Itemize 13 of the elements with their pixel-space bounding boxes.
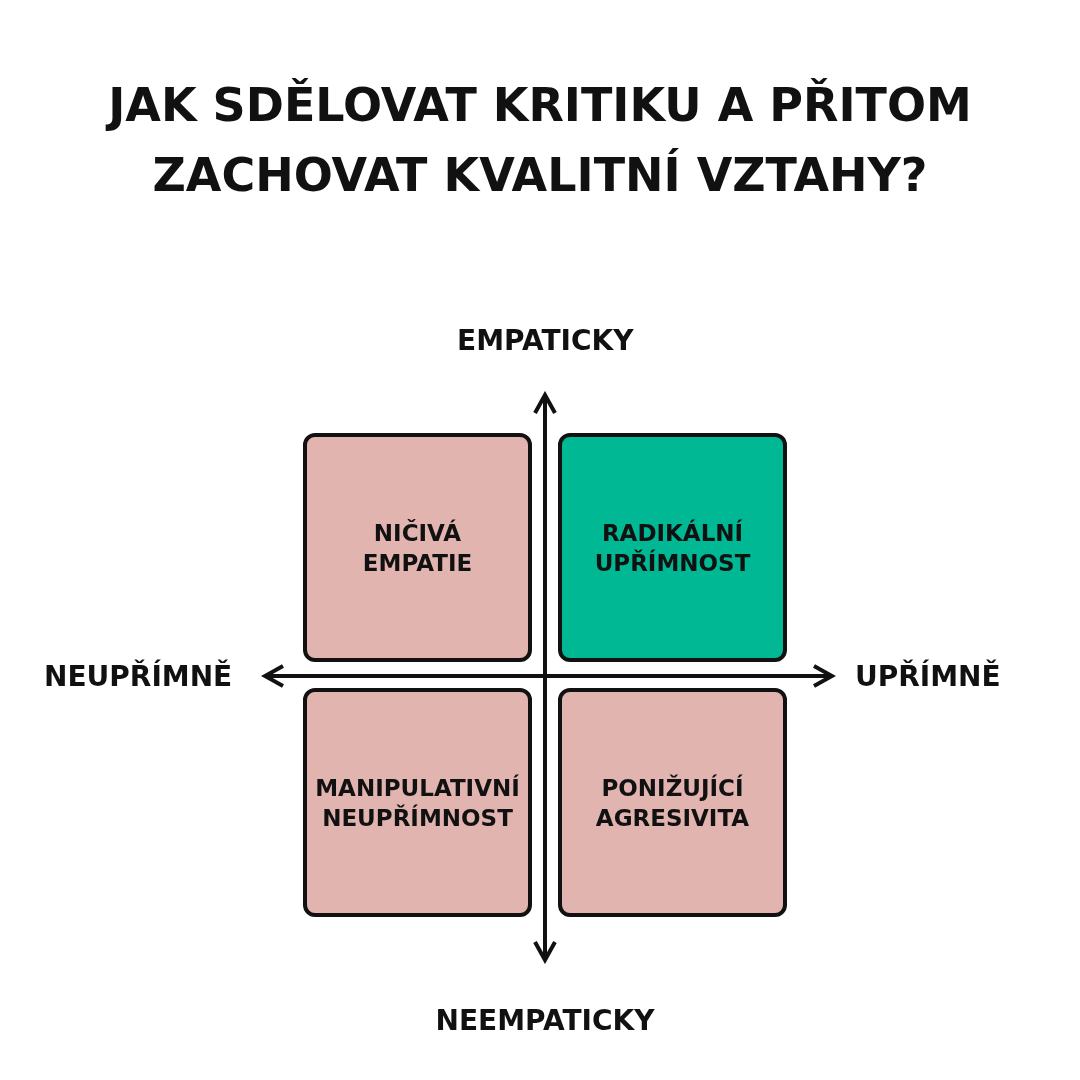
quadrant-box bbox=[303, 433, 532, 662]
axis-label: NEEMPATICKY bbox=[435, 1003, 655, 1037]
quadrant-box bbox=[303, 688, 532, 917]
quadrant-label: MANIPULATIVNÍ NEUPŘÍMNOST bbox=[314, 773, 521, 833]
quadrant-label: RADIKÁLNÍ UPŘÍMNOST bbox=[593, 518, 752, 578]
axis-label: EMPATICKY bbox=[457, 323, 634, 357]
axis-label: UPŘÍMNĚ bbox=[855, 659, 1001, 693]
quadrant-box bbox=[558, 688, 787, 917]
quadrant-box bbox=[558, 433, 787, 662]
axis-label: NEUPŘÍMNĚ bbox=[44, 659, 233, 693]
quadrant-label: PONIŽUJÍCÍ AGRESIVITA bbox=[594, 773, 751, 833]
title: JAK SDĚLOVAT KRITIKU A PŘITOM ZACHOVAT KVALITNÍ VZTAHY? bbox=[100, 70, 980, 210]
quadrant-label: NIČIVÁ EMPATIE bbox=[361, 518, 474, 578]
